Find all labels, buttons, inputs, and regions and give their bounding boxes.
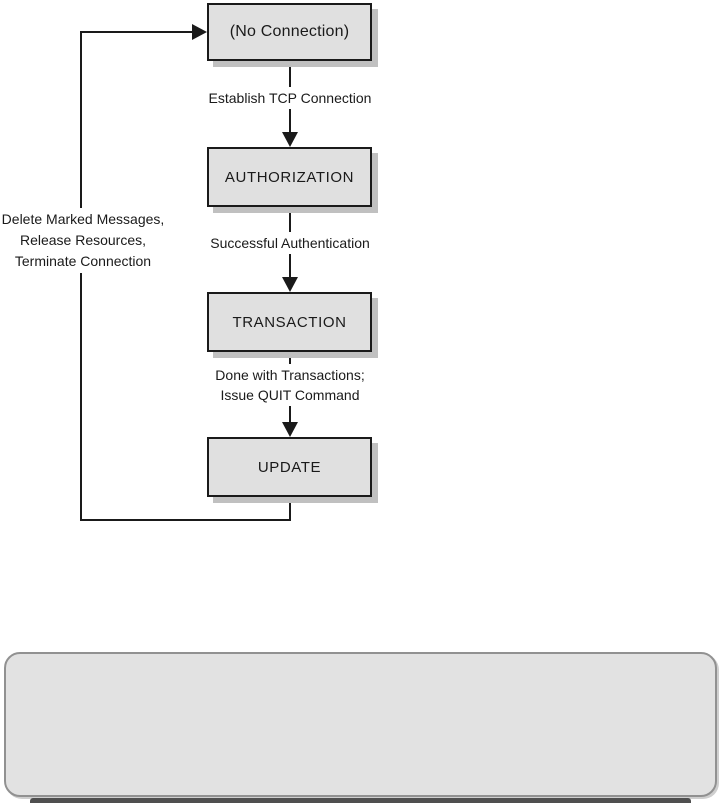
loop-connector-top [79, 30, 194, 33]
arrowhead-down-icon [281, 132, 298, 147]
bottom-note-panel [4, 652, 717, 797]
state-box-update: UPDATE [207, 437, 372, 497]
loop-arrowhead-right-icon [192, 23, 207, 40]
state-box-transaction: TRANSACTION [207, 292, 372, 352]
transition-label-line: Done with Transactions; [215, 367, 365, 383]
state-label: TRANSACTION [232, 313, 347, 331]
state-box-authorization: AUTHORIZATION [207, 147, 372, 207]
state-label: (No Connection) [229, 23, 350, 40]
loop-connector-bottom [79, 518, 291, 521]
transition-label-line: Successful Authentication [210, 235, 370, 251]
transition-label-establish-tcp: Establish TCP Connection [204, 87, 376, 109]
transition-label-line: Issue QUIT Command [220, 387, 360, 403]
state-label: AUTHORIZATION [224, 168, 355, 186]
cutoff-bar [30, 798, 691, 803]
transition-label-line: Release Resources, [19, 232, 147, 248]
transition-label-line: Terminate Connection [14, 253, 152, 269]
state-box-no-connection: (No Connection) [207, 3, 372, 61]
arrowhead-down-icon [281, 422, 298, 437]
loop-connector-left [79, 30, 82, 521]
transition-label-successful-auth: Successful Authentication [206, 232, 374, 254]
transition-label-update-loop: Delete Marked Messages, Release Resource… [0, 208, 169, 273]
state-label: UPDATE [257, 458, 322, 476]
transition-label-line: Delete Marked Messages, [1, 211, 165, 227]
transition-label-done-quit: Done with Transactions; Issue QUIT Comma… [211, 364, 369, 406]
arrowhead-down-icon [281, 277, 298, 292]
loop-connector-stub [288, 497, 291, 521]
transition-label-line: Establish TCP Connection [208, 90, 372, 106]
